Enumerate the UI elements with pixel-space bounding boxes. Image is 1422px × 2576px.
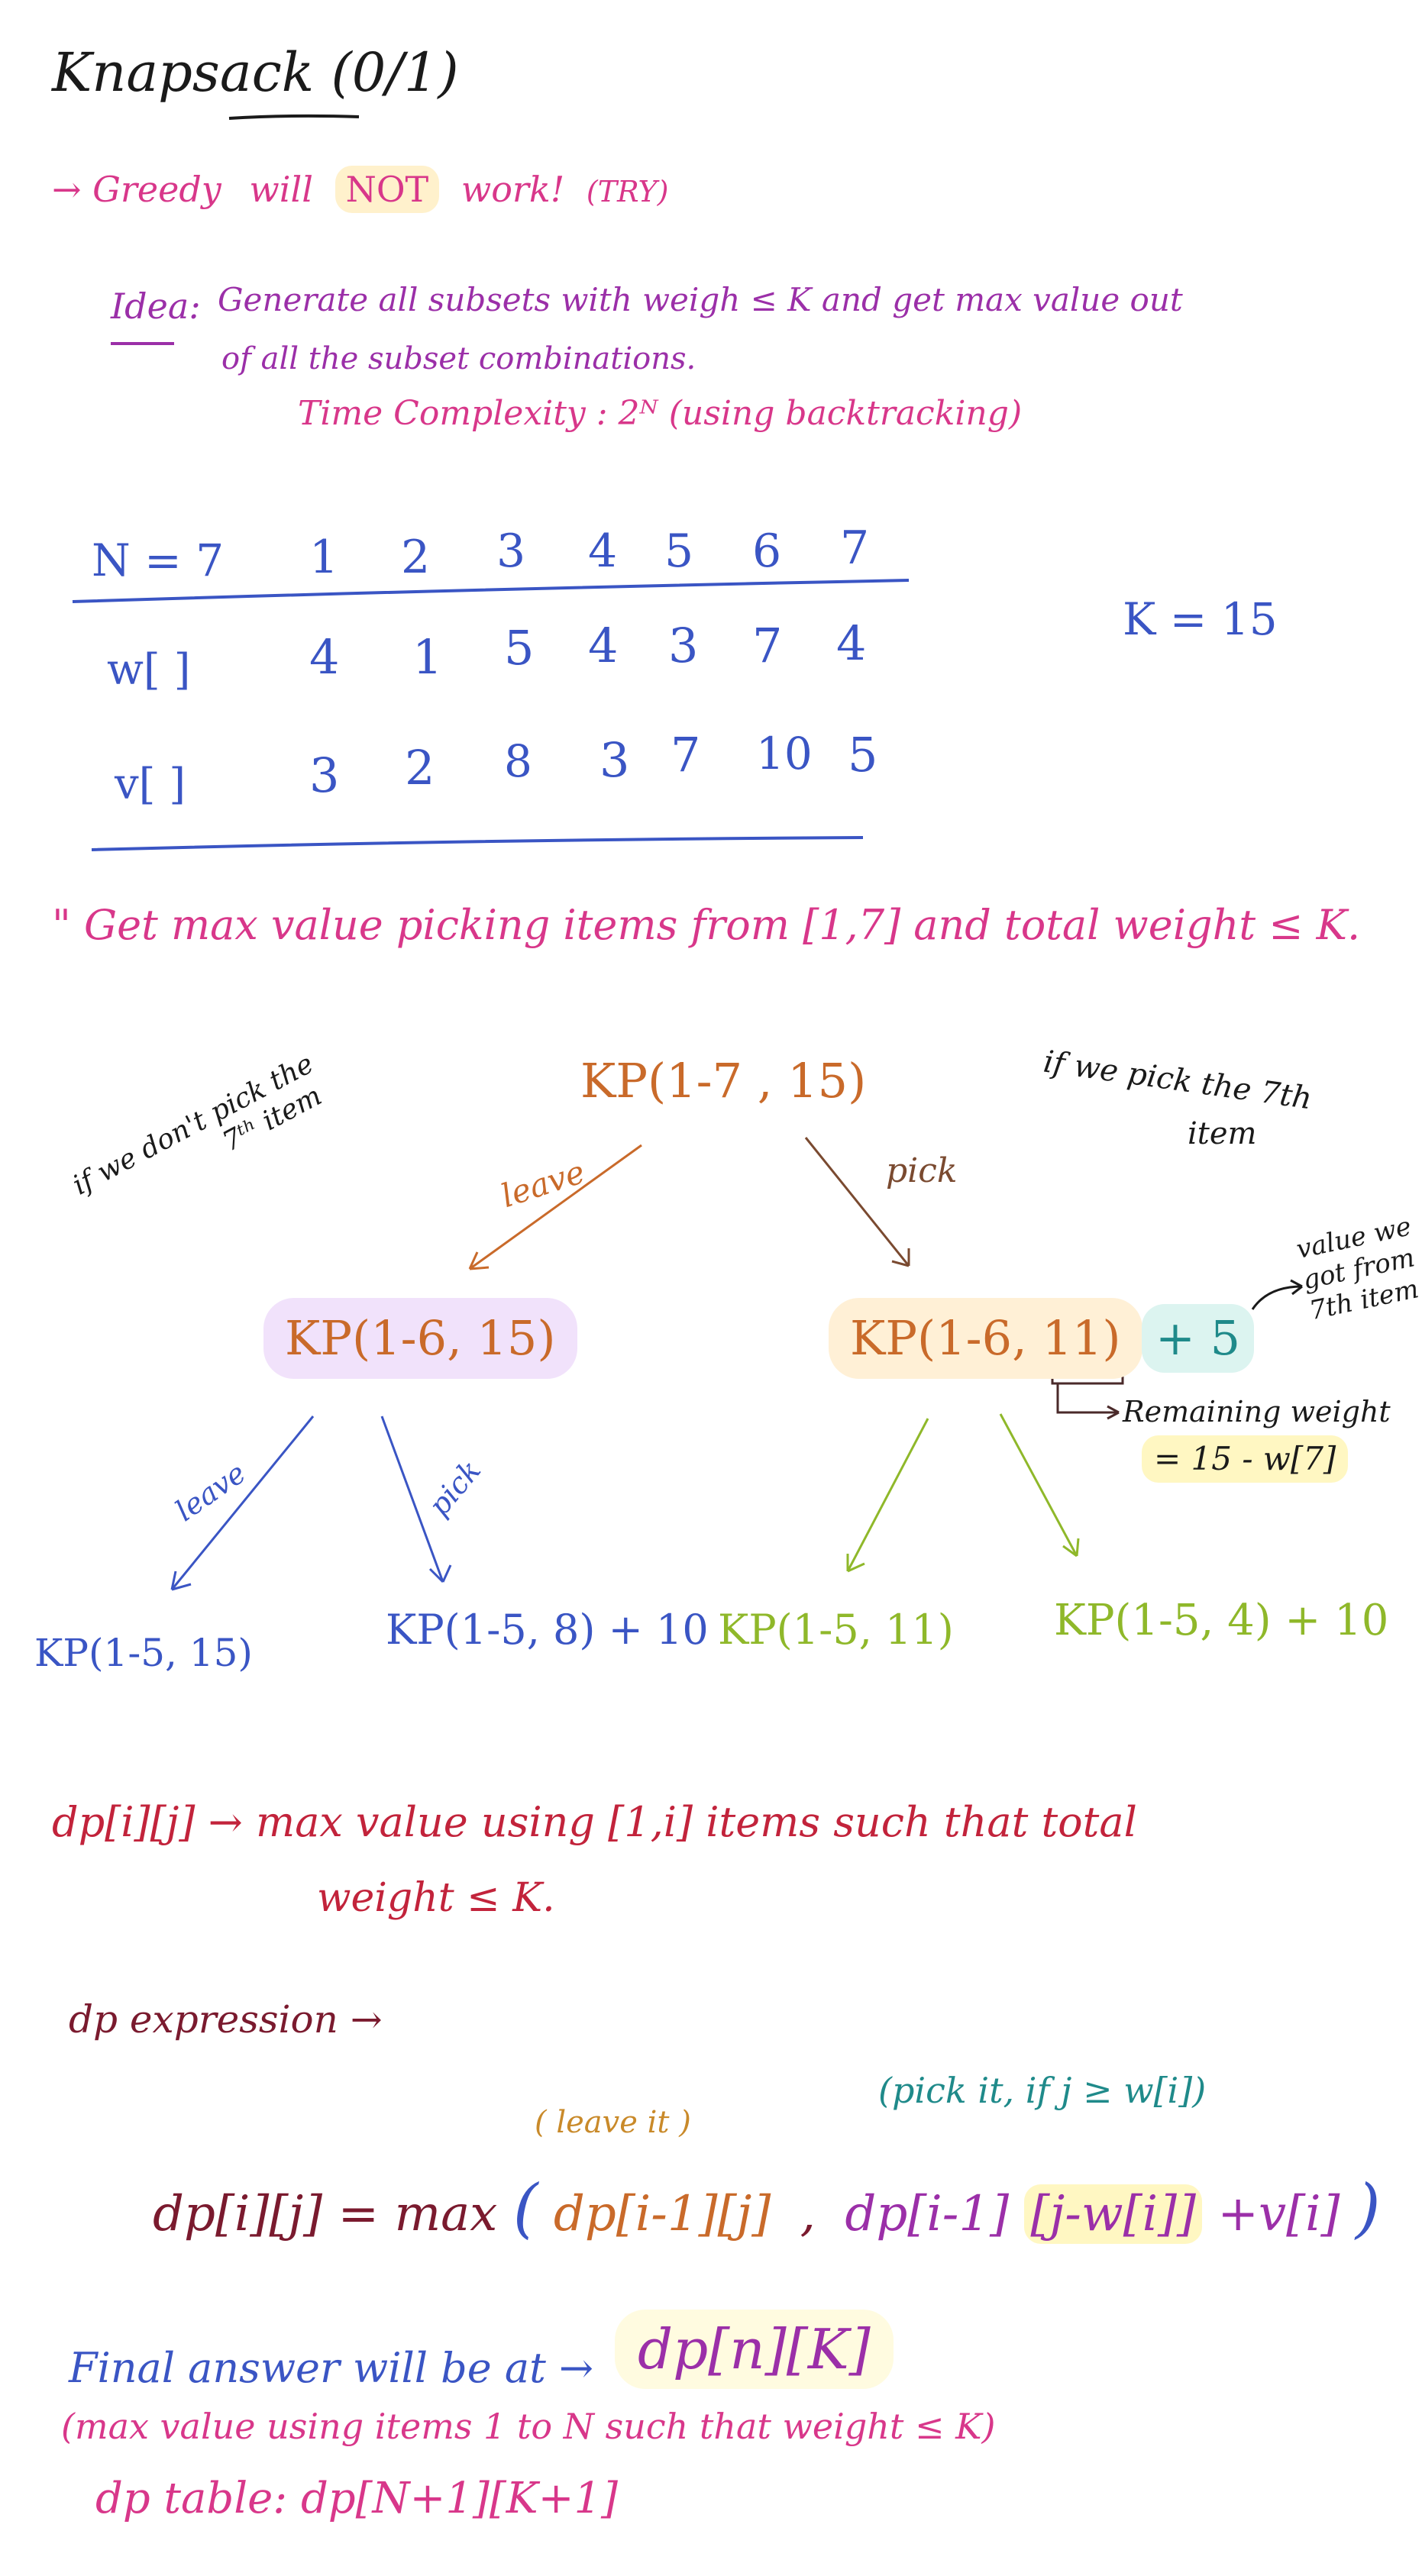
pick-it-note: (pick it, if j ≥ w[i]) bbox=[878, 2070, 1207, 2111]
right-leave-arrow bbox=[846, 1418, 929, 1572]
pick-label: pick bbox=[886, 1151, 958, 1190]
pick-term-base: dp[i-1] bbox=[845, 2186, 1010, 2242]
title-underline bbox=[228, 114, 360, 120]
header-cell: 3 bbox=[496, 525, 526, 578]
w-cell: 4 bbox=[309, 629, 340, 685]
remaining-weight-line2: = 15 - w[7] bbox=[1142, 1435, 1349, 1483]
remaining-arrowhead bbox=[1107, 1405, 1120, 1420]
will-word: will bbox=[249, 169, 313, 210]
greedy-arrow: → bbox=[52, 169, 82, 210]
dp-definition-line1: dp[i][j] → max value using [1,i] items s… bbox=[52, 1798, 1137, 1846]
leaf-right-pick: KP(1-5, 4) + 10 bbox=[1054, 1596, 1389, 1645]
final-answer-explanation: (max value using items 1 to N such that … bbox=[61, 2406, 996, 2447]
w-cell: 4 bbox=[836, 615, 867, 671]
leave-arrowhead bbox=[468, 1251, 490, 1270]
remaining-weight-line1: Remaining weight bbox=[1123, 1395, 1391, 1428]
left-leave-arrow bbox=[170, 1416, 315, 1590]
table-bottom-line bbox=[91, 836, 864, 851]
leaf-left-pick: KP(1-5, 8) + 10 bbox=[386, 1606, 709, 1654]
dp-table-size: dp table: dp[N+1][K+1] bbox=[95, 2474, 618, 2523]
final-answer-line: Final answer will be at → bbox=[69, 2344, 594, 2392]
v-cell: 5 bbox=[848, 727, 878, 783]
header-cell: 5 bbox=[664, 525, 694, 578]
left-pick-arrowhead bbox=[428, 1564, 452, 1583]
w-cell: 3 bbox=[668, 618, 699, 673]
idea-line1: Generate all subsets with weigh ≤ K and … bbox=[218, 281, 1183, 318]
open-paren: ( bbox=[512, 2171, 538, 2245]
right-node: KP(1-6, 11) bbox=[829, 1298, 1142, 1379]
header-cell: 6 bbox=[752, 525, 782, 578]
right-pick-arrow bbox=[999, 1413, 1078, 1557]
v-cell: 3 bbox=[600, 732, 630, 788]
v-cell: 3 bbox=[309, 747, 340, 803]
time-complexity: Time Complexity : 2ᴺ (using backtracking… bbox=[298, 394, 1023, 433]
v-cell: 10 bbox=[756, 728, 813, 780]
left-node: KP(1-6, 15) bbox=[263, 1298, 577, 1379]
idea-label: Idea: bbox=[111, 286, 201, 327]
header-cell: 2 bbox=[401, 531, 431, 584]
w-label: w[ ] bbox=[107, 645, 191, 695]
problem-statement: " Get max value picking items from [1,7]… bbox=[52, 901, 1361, 949]
pick-arrowhead bbox=[891, 1248, 910, 1267]
eleven-bracket bbox=[1051, 1373, 1124, 1385]
v-label: v[ ] bbox=[115, 760, 186, 809]
w-cell: 7 bbox=[752, 618, 783, 673]
right-leave-arrowhead bbox=[846, 1554, 865, 1573]
not-highlight: NOT bbox=[334, 166, 440, 213]
right-plus-value: + 5 bbox=[1142, 1304, 1255, 1373]
right-note-line2: item bbox=[1188, 1116, 1257, 1151]
comma: , bbox=[800, 2186, 816, 2242]
root-node: KP(1-7 , 15) bbox=[580, 1053, 867, 1109]
leaf-left-leave: KP(1-5, 15) bbox=[34, 1631, 253, 1675]
w-cell: 5 bbox=[504, 620, 535, 676]
recurrence-lhs: dp[i][j] = max bbox=[153, 2186, 498, 2242]
greedy-line: → Greedy will NOT work! (TRY) bbox=[52, 166, 669, 213]
page-title: Knapsack (0/1) bbox=[52, 41, 459, 104]
v-cell: 2 bbox=[405, 740, 435, 796]
table-top-line bbox=[72, 579, 910, 603]
value-arrowhead bbox=[1290, 1279, 1303, 1296]
value-arrow bbox=[1251, 1285, 1303, 1310]
dp-expression-label: dp expression → bbox=[69, 1997, 383, 2042]
leave-term: dp[i-1][j] bbox=[553, 2186, 771, 2242]
final-answer: dp[n][K] bbox=[615, 2310, 894, 2389]
header-cell: 1 bbox=[309, 531, 339, 584]
recurrence-formula: dp[i][j] = max ( dp[i-1][j] , dp[i-1] [j… bbox=[153, 2176, 1381, 2244]
v-cell: 7 bbox=[671, 727, 701, 783]
left-pick-arrow bbox=[380, 1416, 444, 1583]
left-leave-arrowhead bbox=[170, 1570, 192, 1591]
leaf-right-leave: KP(1-5, 11) bbox=[718, 1606, 954, 1654]
n-label: N = 7 bbox=[92, 534, 225, 586]
header-cell: 7 bbox=[840, 521, 870, 575]
greedy-word: Greedy bbox=[92, 169, 221, 210]
remaining-arrow bbox=[1056, 1383, 1119, 1414]
header-cell: 4 bbox=[588, 525, 618, 578]
right-pick-arrowhead bbox=[1062, 1538, 1080, 1558]
close-paren: ) bbox=[1355, 2171, 1381, 2245]
w-cell: 4 bbox=[588, 618, 619, 673]
leave-it-note: ( leave it ) bbox=[535, 2105, 691, 2140]
pick-term-index: [j-w[i]] bbox=[1024, 2184, 1202, 2244]
dp-definition-line2: weight ≤ K. bbox=[317, 1875, 555, 1921]
try-note: (TRY) bbox=[586, 175, 669, 208]
work-word: work! bbox=[461, 169, 565, 210]
pick-arrow bbox=[804, 1137, 910, 1267]
v-cell: 8 bbox=[504, 735, 532, 787]
pick-term-value: +v[i] bbox=[1217, 2186, 1340, 2242]
w-cell: 1 bbox=[412, 629, 443, 685]
k-label: K = 15 bbox=[1123, 593, 1278, 645]
idea-line2: of all the subset combinations. bbox=[221, 341, 696, 376]
leave-arrow bbox=[469, 1144, 642, 1270]
